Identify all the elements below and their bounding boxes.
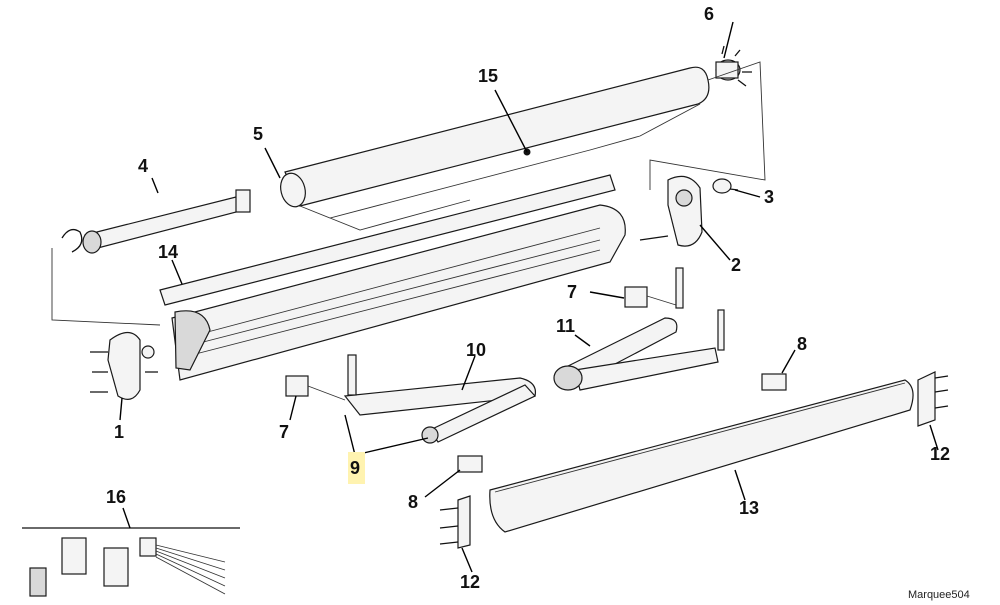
callout-2: 2 bbox=[731, 255, 741, 275]
part-16-control-kit bbox=[22, 527, 240, 597]
callout-8-right: 8 bbox=[797, 334, 807, 354]
part-10-left-arm bbox=[343, 354, 537, 444]
part-4-spring-shaft bbox=[51, 189, 251, 326]
diagram-credit: Marquee504 bbox=[908, 589, 970, 601]
part-3-clip bbox=[712, 178, 732, 194]
part-11-right-arm bbox=[553, 267, 725, 391]
part-7-shoulder-bracket-right bbox=[624, 286, 677, 308]
callout-3: 3 bbox=[764, 187, 774, 207]
part-1-left-bracket bbox=[90, 331, 158, 400]
callout-14: 14 bbox=[158, 242, 178, 262]
part-8-arm-bracket-left bbox=[457, 455, 483, 473]
callout-6: 6 bbox=[704, 4, 714, 24]
part-12-end-cap-left bbox=[439, 495, 471, 549]
callout-8-left: 8 bbox=[408, 492, 418, 512]
part-13-front-bar bbox=[489, 379, 914, 533]
part-15-roller-tube bbox=[280, 66, 710, 231]
callout-13: 13 bbox=[739, 498, 759, 518]
part-14-front-profile bbox=[159, 174, 626, 381]
callout-16: 16 bbox=[106, 487, 126, 507]
callout-4: 4 bbox=[138, 156, 148, 176]
leader-lines bbox=[119, 21, 939, 573]
callout-11: 11 bbox=[556, 316, 575, 336]
callout-10: 10 bbox=[466, 340, 486, 360]
part-12-end-cap-right bbox=[917, 371, 949, 427]
callout-9: 9 bbox=[350, 458, 360, 478]
callout-12-right: 12 bbox=[930, 444, 950, 464]
part-6-end-plug bbox=[649, 45, 766, 190]
callout-7-right: 7 bbox=[567, 282, 577, 302]
part-7-shoulder-bracket-left bbox=[285, 375, 346, 401]
callout-1: 1 bbox=[114, 422, 124, 442]
callout-9-highlight bbox=[348, 452, 365, 484]
callout-7-left: 7 bbox=[279, 422, 289, 442]
callout-15: 15 bbox=[478, 66, 498, 86]
callout-5: 5 bbox=[253, 124, 263, 144]
callout-12-left: 12 bbox=[460, 572, 480, 592]
callouts: 4 5 15 6 3 2 14 1 7 7 10 11 9 8 8 13 12 … bbox=[106, 4, 950, 592]
part-8-arm-bracket-right bbox=[761, 373, 787, 391]
